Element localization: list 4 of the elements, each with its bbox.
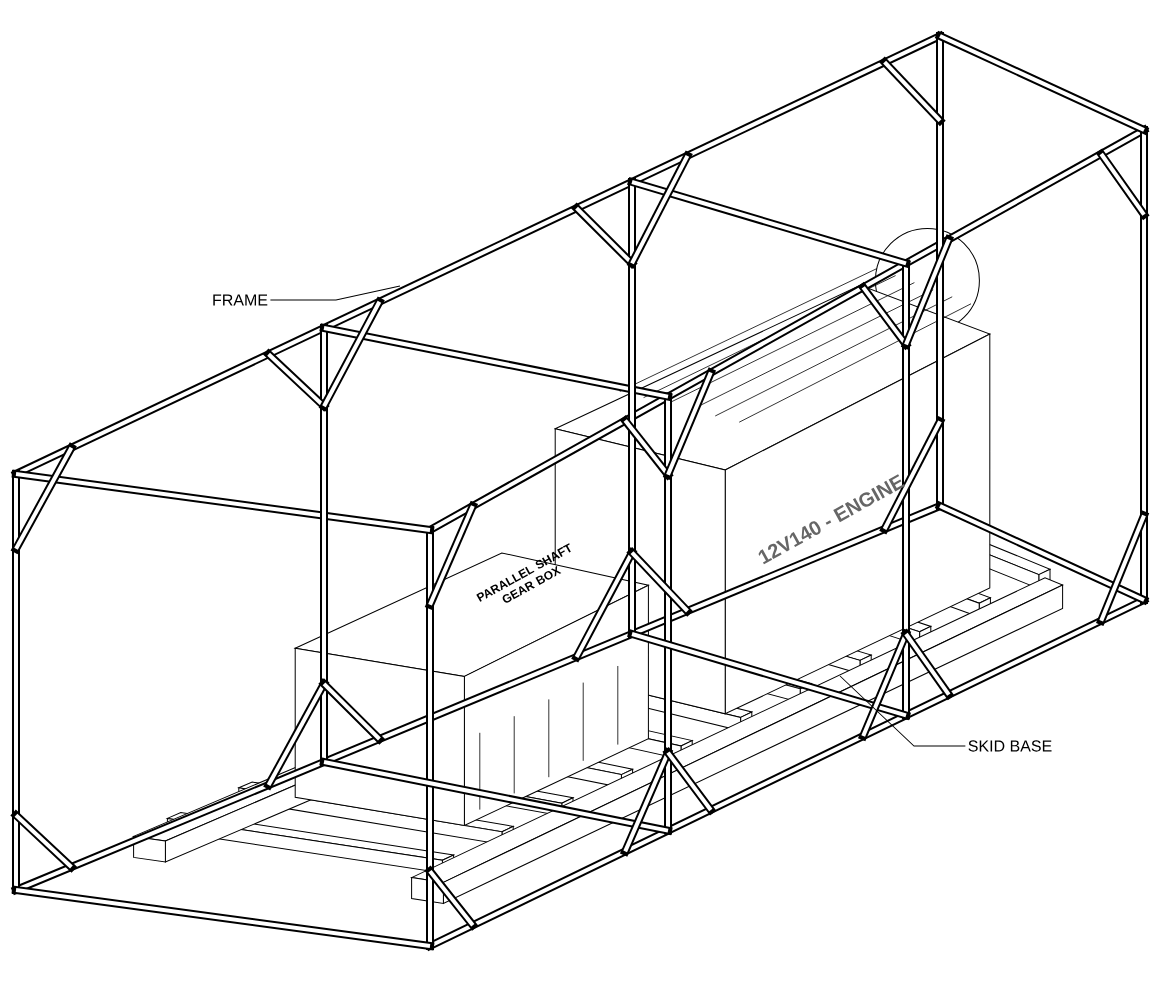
callout-label: FRAME (213, 294, 268, 306)
leader-line (839, 675, 966, 747)
callout-label: SKID BASE (968, 740, 1052, 752)
leader-line (269, 285, 401, 301)
